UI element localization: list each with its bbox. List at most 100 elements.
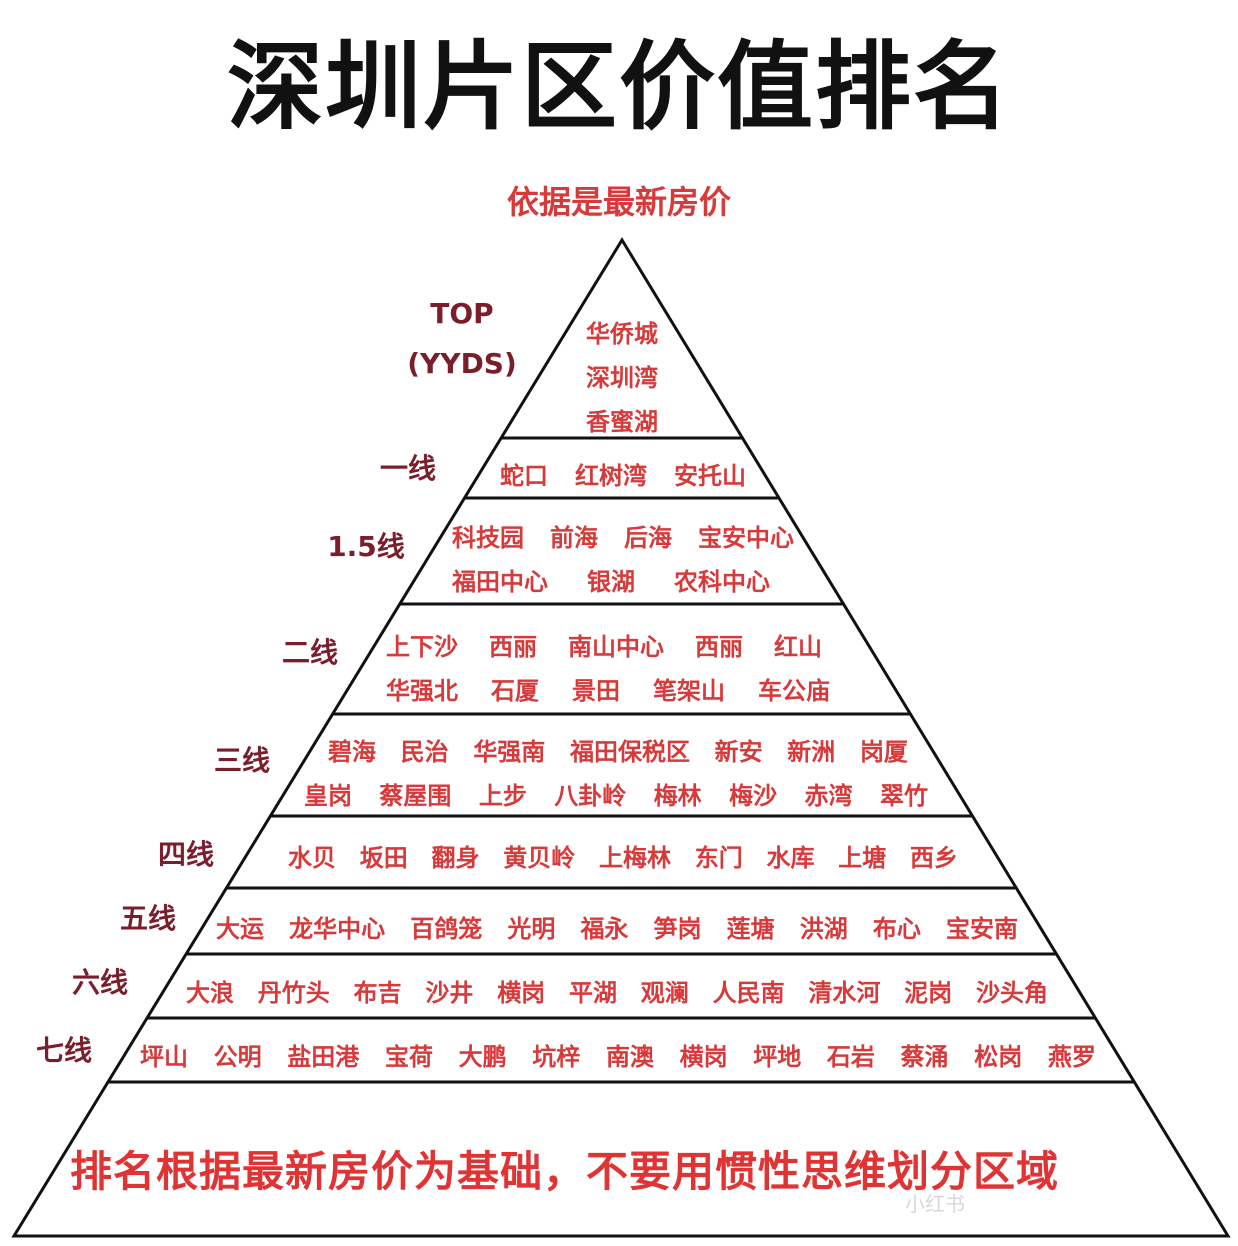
area-item: 坪地	[753, 1043, 802, 1071]
page-subtitle: 依据是最新房价	[506, 183, 731, 221]
area-item: 香蜜湖	[586, 408, 658, 436]
area-item: 泥岗	[904, 979, 953, 1007]
area-item: 石厦	[491, 677, 539, 705]
tier-1-5-row-2: 福田中心 银湖 农科中心	[452, 567, 770, 597]
area-item: 水贝	[288, 844, 336, 872]
area-item: 安托山	[674, 462, 746, 490]
area-item: 蛇口	[500, 462, 548, 490]
tier-label-6: 六线	[71, 966, 128, 999]
area-item: 华强北	[386, 677, 458, 705]
area-item: 赤湾	[804, 782, 853, 810]
tier-1-row-1: 蛇口红树湾安托山	[500, 461, 746, 491]
tier-3-row-2: 皇岗蔡屋围上步八卦岭梅林梅沙赤湾翠竹	[304, 781, 928, 811]
area-item: 宝安中心	[698, 524, 794, 552]
area-item: 后海	[624, 524, 672, 552]
area-item: 宝荷	[384, 1043, 433, 1071]
footer-note: 排名根据最新房价为基础，不要用惯性思维划分区域	[70, 1147, 1060, 1196]
area-item: 梅沙	[729, 782, 778, 810]
area-item: 沙井	[425, 979, 474, 1007]
area-item: 南山中心	[568, 633, 664, 661]
area-item: 横岗	[679, 1043, 728, 1071]
area-item: 南澳	[605, 1043, 654, 1071]
area-item: 西丽	[695, 633, 743, 661]
area-item: 翠竹	[879, 782, 928, 810]
area-item: 大鹏	[458, 1043, 507, 1071]
area-item: 西乡	[910, 844, 958, 872]
area-item: 石岩	[826, 1043, 875, 1071]
area-item: 人民南	[712, 979, 785, 1007]
area-item: 华侨城	[586, 320, 658, 348]
area-item: 华强南	[473, 738, 546, 766]
tier-label-7: 七线	[35, 1034, 92, 1067]
area-item: 翻身	[431, 844, 480, 872]
area-item: 布心	[872, 915, 921, 943]
area-item: 洪湖	[799, 915, 848, 943]
area-item: 福永	[580, 915, 629, 943]
area-item: 银湖	[587, 568, 635, 596]
tier-label-3: 三线	[213, 744, 270, 777]
pyramid-outline	[11, 237, 1231, 1238]
area-item: 上下沙	[386, 633, 458, 661]
area-item: 民治	[400, 738, 449, 766]
area-item: 沙头角	[975, 979, 1048, 1007]
area-item: 深圳湾	[586, 364, 658, 392]
tier-label-top-line1: TOP	[430, 297, 494, 330]
area-item: 莲塘	[726, 915, 775, 943]
area-item: 盐田港	[287, 1043, 360, 1071]
area-item: 蔡涌	[900, 1043, 949, 1071]
tier-1-5-row-1: 科技园前海后海宝安中心	[452, 523, 794, 553]
tier-2-row-1: 上下沙西丽南山中心西丽红山	[386, 632, 822, 662]
area-item: 景田	[572, 677, 620, 705]
area-item: 龙华中心	[289, 915, 386, 943]
area-item: 百鸽笼	[410, 915, 483, 943]
area-item: 燕罗	[1047, 1043, 1096, 1071]
area-item: 红树湾	[575, 462, 647, 490]
tier-7-row-1: 坪山公明盐田港宝荷大鹏坑梓南澳横岗坪地石岩蔡涌松岗燕罗	[140, 1042, 1096, 1072]
area-item: 坂田	[359, 844, 408, 872]
area-item: 新洲	[787, 738, 836, 766]
area-item: 公明	[213, 1043, 262, 1071]
area-item: 农科中心	[674, 568, 770, 596]
area-item: 梅林	[653, 782, 702, 810]
area-item: 丹竹头	[257, 979, 330, 1007]
area-item: 上梅林	[599, 844, 671, 872]
area-item: 福田中心	[452, 568, 548, 596]
tier-2-row-2: 华强北石厦景田笔架山车公庙	[386, 676, 830, 706]
area-item: 福田保税区	[569, 738, 690, 766]
area-item: 大浪	[186, 979, 234, 1007]
area-item: 西丽	[489, 633, 537, 661]
tier-label-1-5: 1.5线	[327, 530, 405, 563]
area-item: 光明	[507, 915, 556, 943]
tier-6-row-1: 大浪丹竹头布吉沙井横岗平湖观澜人民南清水河泥岗沙头角	[186, 978, 1048, 1008]
area-item: 上步	[478, 782, 527, 810]
tier-4-row-1: 水贝坂田翻身黄贝岭上梅林东门水库上塘西乡	[288, 843, 958, 873]
area-item: 宝安南	[945, 915, 1018, 943]
area-item: 松岗	[974, 1043, 1023, 1071]
area-item: 布吉	[353, 979, 402, 1007]
area-item: 东门	[694, 844, 743, 872]
area-item: 碧海	[328, 738, 376, 766]
area-item: 大运	[216, 915, 264, 943]
tier-label-4: 四线	[157, 838, 214, 871]
area-item: 坑梓	[532, 1043, 581, 1071]
tier-label-top-line2: (YYDS)	[407, 347, 517, 380]
area-item: 清水河	[808, 979, 881, 1007]
area-item: 观澜	[640, 979, 689, 1007]
area-item: 笋岗	[653, 915, 702, 943]
area-item: 笔架山	[653, 677, 725, 705]
area-item: 岗厦	[859, 738, 908, 766]
area-item: 黄贝岭	[503, 844, 576, 872]
area-item: 前海	[550, 524, 598, 552]
area-item: 皇岗	[304, 782, 352, 810]
tier-3-row-1: 碧海民治华强南福田保税区新安新洲岗厦	[328, 737, 908, 767]
tier-label-2: 二线	[281, 636, 338, 669]
area-item: 新安	[714, 738, 763, 766]
watermark: 小红书	[905, 1192, 965, 1216]
tier-label-5: 五线	[119, 902, 176, 935]
area-item: 坪山	[140, 1043, 188, 1071]
area-item: 蔡屋围	[379, 782, 452, 810]
tier-label-1: 一线	[379, 452, 436, 485]
tier-top-areas: 华侨城 深圳湾 香蜜湖	[560, 312, 684, 444]
